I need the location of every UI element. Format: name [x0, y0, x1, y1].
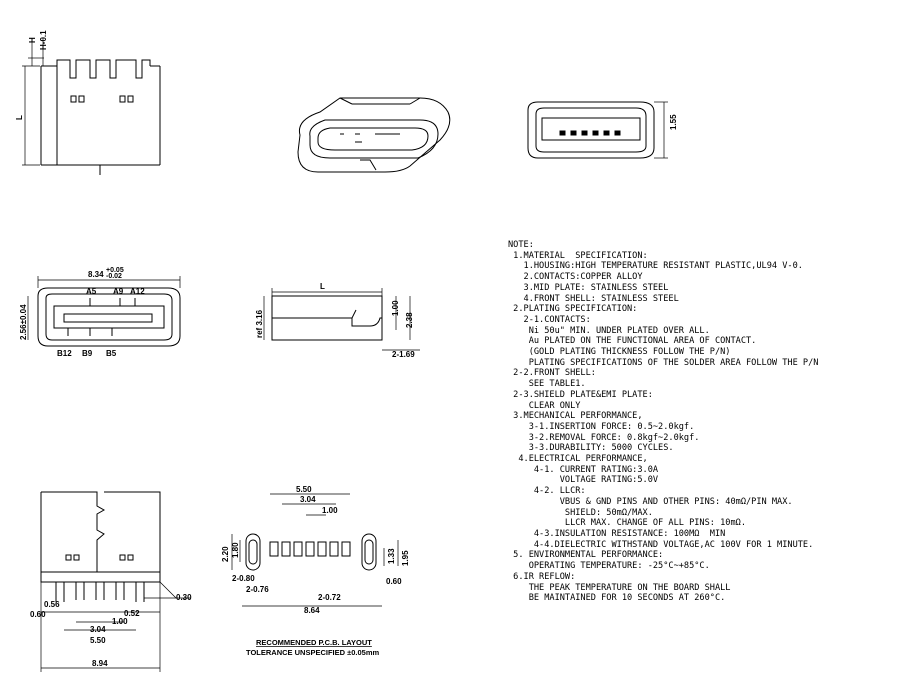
note-line: THE PEAK TEMPERATURE ON THE BOARD SHALL [508, 582, 731, 593]
note-line: 2-2.FRONT SHELL: [508, 368, 596, 379]
pcb-dim-195: 1.95 [401, 550, 410, 566]
dim-060-bl: 0.60 [30, 610, 46, 619]
note-line: (GOLD PLATING THICKNESS FOLLOW THE P/N) [508, 347, 731, 358]
dim-550-bl: 5.50 [90, 636, 106, 645]
pin-label-a9: A9 [113, 287, 124, 296]
note-line: 2-3.SHIELD PLATE&EMI PLATE: [508, 389, 653, 400]
pcb-dim-100: 1.00 [322, 506, 338, 515]
front-view-mid: 8.34 +0.05 -0.02 2.56±0.04 A5 A9 A12 B12… [19, 267, 181, 358]
note-line: Au PLATED ON THE FUNCTIONAL AREA OF CONT… [508, 336, 757, 347]
note-line: 2-1.CONTACTS: [508, 314, 591, 325]
note-line: VOLTAGE RATING:5.0V [508, 475, 659, 486]
dim-ref-316: ref 3.16 [255, 309, 264, 338]
note-line: 5. ENVIRONMENTAL PERFORMANCE: [508, 550, 664, 561]
pcb-dim-060: 0.60 [386, 577, 402, 586]
dim-304-bl: 3.04 [90, 625, 106, 634]
dim-894: 8.94 [92, 659, 108, 668]
note-line: 6.IR REFLOW: [508, 571, 576, 582]
pcb-dim-080: 2-0.80 [232, 574, 255, 583]
note-line: 3.MID PLATE: STAINLESS STEEL [508, 282, 669, 293]
pin-label-a5: A5 [86, 287, 97, 296]
dim-834-plus: +0.05 [106, 267, 124, 274]
note-line: 2.CONTACTS:COPPER ALLOY [508, 272, 643, 283]
dim-h: H [28, 37, 37, 43]
pcb-layout: 5.50 3.04 1.00 2.20 1.80 2-0.80 2-0.76 2… [221, 485, 410, 657]
note-line: 2.PLATING SPECIFICATION: [508, 304, 638, 315]
note-line: SHIELD: 50mΩ/MAX. [508, 507, 653, 518]
dim-h01: H-0.1 [39, 30, 48, 50]
pin-label-b9: B9 [82, 349, 93, 358]
dim-side-l: L [320, 282, 325, 291]
pcb-tolerance: TOLERANCE UNSPECIFIED ±0.05mm [246, 648, 380, 657]
pcb-dim-550: 5.50 [296, 485, 312, 494]
dim-030: 0.30 [176, 593, 192, 602]
dim-056: 0.56 [44, 600, 60, 609]
note-line: 1.MATERIAL SPECIFICATION: [508, 250, 648, 261]
dim-256: 2.56±0.04 [19, 304, 28, 340]
dim-834-minus: -0.02 [106, 273, 122, 280]
notes-block: NOTE: 1.MATERIAL SPECIFICATION: 1.HOUSIN… [508, 240, 893, 604]
note-line: 4-3.INSULATION RESISTANCE: 100MΩ MIN [508, 528, 726, 539]
pcb-dim-076: 2-0.76 [246, 585, 269, 594]
dim-2-169: 2-1.69 [392, 350, 415, 359]
side-view-mid: L ref 3.16 1.00 2.38 2-1.69 [255, 282, 420, 359]
note-line: LLCR MAX. CHANGE OF ALL PINS: 10mΩ. [508, 518, 746, 529]
bottom-view: 0.56 0.60 0.52 1.00 3.04 5.50 8.94 0.30 [30, 491, 192, 672]
note-line: 3.MECHANICAL PERFORMANCE, [508, 411, 643, 422]
dim-155: 1.55 [669, 114, 678, 130]
pcb-dim-133: 1.33 [387, 548, 396, 564]
note-line: 4-2. LLCR: [508, 486, 586, 497]
note-line: SEE TABLE1. [508, 379, 586, 390]
note-line: 3-1.INSERTION FORCE: 0.5~2.0kgf. [508, 421, 695, 432]
note-line: NOTE: [508, 240, 534, 250]
dim-100-side: 1.00 [391, 300, 400, 316]
note-line: 4-4.DIELECTRIC WITHSTAND VOLTAGE,AC 100V… [508, 539, 814, 550]
isometric-view [297, 97, 451, 173]
pcb-caption: RECOMMENDED P.C.B. LAYOUT [256, 638, 372, 647]
dim-100-bl: 1.00 [112, 617, 128, 626]
dim-238: 2.38 [405, 312, 414, 328]
pcb-dim-180: 1.80 [231, 542, 240, 558]
note-line: 4.ELECTRICAL PERFORMANCE, [508, 454, 648, 465]
dim-052: 0.52 [124, 609, 140, 618]
note-line: PLATING SPECIFICATIONS OF THE SOLDER ARE… [508, 357, 819, 368]
pin-label-b5: B5 [106, 349, 117, 358]
pcb-dim-072: 2-0.72 [318, 593, 341, 602]
note-line: 4.FRONT SHELL: STAINLESS STEEL [508, 293, 679, 304]
note-line: 3-2.REMOVAL FORCE: 0.8kgf~2.0kgf. [508, 432, 700, 443]
note-line: 1.HOUSING:HIGH TEMPERATURE RESISTANT PLA… [508, 261, 803, 272]
note-line: OPERATING TEMPERATURE: -25°C~+85°C. [508, 561, 710, 572]
note-line: VBUS & GND PINS AND OTHER PINS: 40mΩ/PIN… [508, 496, 793, 507]
dim-834: 8.34 [88, 270, 104, 279]
pcb-dim-304: 3.04 [300, 495, 316, 504]
dim-l: L [15, 115, 24, 120]
pin-label-b12: B12 [57, 349, 72, 358]
pin-label-a12: A12 [130, 287, 145, 296]
note-line: CLEAR ONLY [508, 400, 581, 411]
front-view-top-right: 1.55 [527, 101, 678, 159]
side-view-top: H H-0.1 L [15, 30, 161, 175]
note-line: BE MAINTAINED FOR 10 SECONDS AT 260°C. [508, 593, 726, 604]
note-line: 3-3.DURABILITY: 5000 CYCLES. [508, 443, 674, 454]
note-line: Ni 50u" MIN. UNDER PLATED OVER ALL. [508, 325, 710, 336]
note-line: 4-1. CURRENT RATING:3.0A [508, 464, 659, 475]
pcb-dim-220: 2.20 [221, 546, 230, 562]
pcb-dim-864: 8.64 [304, 606, 320, 615]
